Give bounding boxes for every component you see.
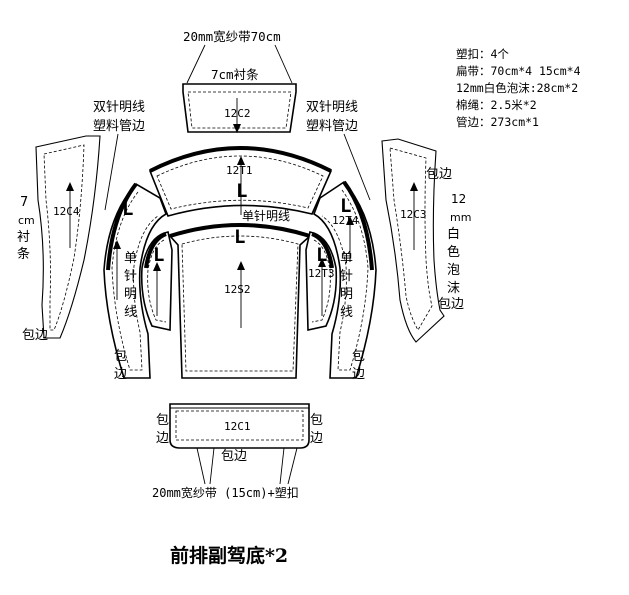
svg-text:双针明线: 双针明线: [93, 100, 145, 115]
svg-text:线: 线: [124, 305, 137, 320]
piece-code-12c2: 12C2: [224, 107, 251, 120]
svg-text:条: 条: [17, 246, 30, 262]
binding-label-c1-bottom: 包边: [221, 449, 247, 464]
double-needle-label-right: 双针明线 塑料管边: [306, 100, 371, 201]
svg-text:泡: 泡: [447, 263, 460, 278]
svg-text:双针明线: 双针明线: [306, 100, 358, 115]
size-marker-t1: L: [236, 180, 247, 202]
note-line: 管边：273cm*1: [456, 115, 539, 129]
svg-text:针: 针: [340, 269, 353, 284]
piece-12c4: 12C4: [35, 135, 101, 339]
svg-text:cm: cm: [18, 214, 35, 227]
binding-vertical-left: 包 边: [114, 349, 127, 382]
svg-text:塑料管边: 塑料管边: [93, 119, 145, 134]
binding-vertical-right: 包 边: [352, 349, 365, 382]
svg-text:针: 针: [124, 269, 137, 284]
svg-text:明: 明: [124, 287, 137, 302]
svg-text:单: 单: [124, 251, 137, 266]
piece-12t3-right: L 12T3: [305, 231, 338, 331]
svg-text:色: 色: [447, 244, 460, 260]
piece-12t1: 12T1 L: [148, 146, 333, 217]
piece-code-12s2: 12S2: [224, 283, 251, 296]
size-marker-t3-left: L: [153, 244, 164, 266]
svg-text:mm: mm: [450, 211, 471, 224]
piece-12t4-left: L: [103, 182, 167, 379]
svg-text:7: 7: [20, 195, 28, 210]
piece-12s2: 12S2 L: [168, 223, 312, 379]
piece-code-12t4: 12T4: [332, 214, 359, 227]
svg-text:沫: 沫: [447, 281, 460, 296]
binding-label-c3-bottom: 包边: [438, 297, 464, 312]
top-band-label: 20mm宽纱带70cm: [183, 29, 281, 44]
double-needle-label-left: 双针明线 塑料管边: [93, 100, 145, 211]
single-needle-label-center: 单针明线: [242, 208, 290, 223]
diagram-title: 前排副驾底*2: [170, 545, 289, 567]
note-line: 扁带：70cm*4 15cm*4: [456, 64, 581, 78]
svg-text:包: 包: [310, 413, 323, 428]
note-line: 棉绳：2.5米*2: [456, 98, 537, 112]
binding-vertical-c1-right: 包 边: [310, 413, 323, 446]
piece-code-12t3: 12T3: [308, 267, 335, 280]
svg-text:边: 边: [310, 431, 323, 446]
piece-code-12c4: 12C4: [53, 205, 80, 218]
binding-label-c4: 包边: [22, 328, 48, 343]
svg-text:明: 明: [340, 287, 353, 302]
materials-list: 塑扣：4个 扁带：70cm*4 15cm*4 12mm白色泡沫:28cm*2 棉…: [456, 46, 581, 131]
foam-vertical: 12 mm 白 色 泡 沫: [447, 192, 471, 296]
single-needle-vertical-left: 单 针 明 线: [124, 251, 137, 320]
svg-text:线: 线: [340, 305, 353, 320]
piece-12c3: 12C3: [381, 138, 445, 343]
svg-text:边: 边: [114, 367, 127, 382]
svg-text:边: 边: [156, 431, 169, 446]
note-line: 12mm白色泡沫:28cm*2: [456, 81, 579, 95]
svg-text:塑料管边: 塑料管边: [306, 119, 358, 134]
size-marker-t3-right: L: [316, 244, 327, 266]
binding-label-c3-top: 包边: [426, 167, 452, 182]
piece-12c2: 12C2: [182, 44, 297, 133]
piece-12t3-left: L: [140, 231, 173, 331]
note-line: 塑扣：4个: [456, 47, 509, 61]
single-needle-vertical-right: 单 针 明 线: [340, 251, 353, 320]
size-marker-s2: L: [234, 226, 245, 248]
svg-text:包: 包: [156, 413, 169, 428]
piece-code-12t1: 12T1: [226, 164, 253, 177]
svg-text:边: 边: [352, 367, 365, 382]
piece-code-12c3: 12C3: [400, 208, 427, 221]
svg-text:衬: 衬: [17, 230, 30, 245]
svg-text:白: 白: [447, 226, 460, 242]
svg-text:包: 包: [352, 349, 365, 364]
size-marker-t4-left: L: [122, 198, 133, 220]
size-marker-t4-right: L: [340, 195, 351, 217]
svg-text:单: 单: [340, 251, 353, 266]
svg-text:包: 包: [114, 349, 127, 364]
piece-code-12c1: 12C1: [224, 420, 251, 433]
liner-7cm-label: 7cm衬条: [211, 67, 259, 82]
piece-12c1: 12C1: [169, 403, 310, 485]
bottom-band-label: 20mm宽纱带 (15cm)+塑扣: [152, 485, 299, 500]
piece-12t4-right: L 12T4: [313, 180, 377, 379]
binding-vertical-c1-left: 包 边: [156, 413, 169, 446]
svg-text:12: 12: [451, 192, 466, 206]
liner-7cm-vertical: 7 cm 衬 条: [17, 195, 35, 262]
